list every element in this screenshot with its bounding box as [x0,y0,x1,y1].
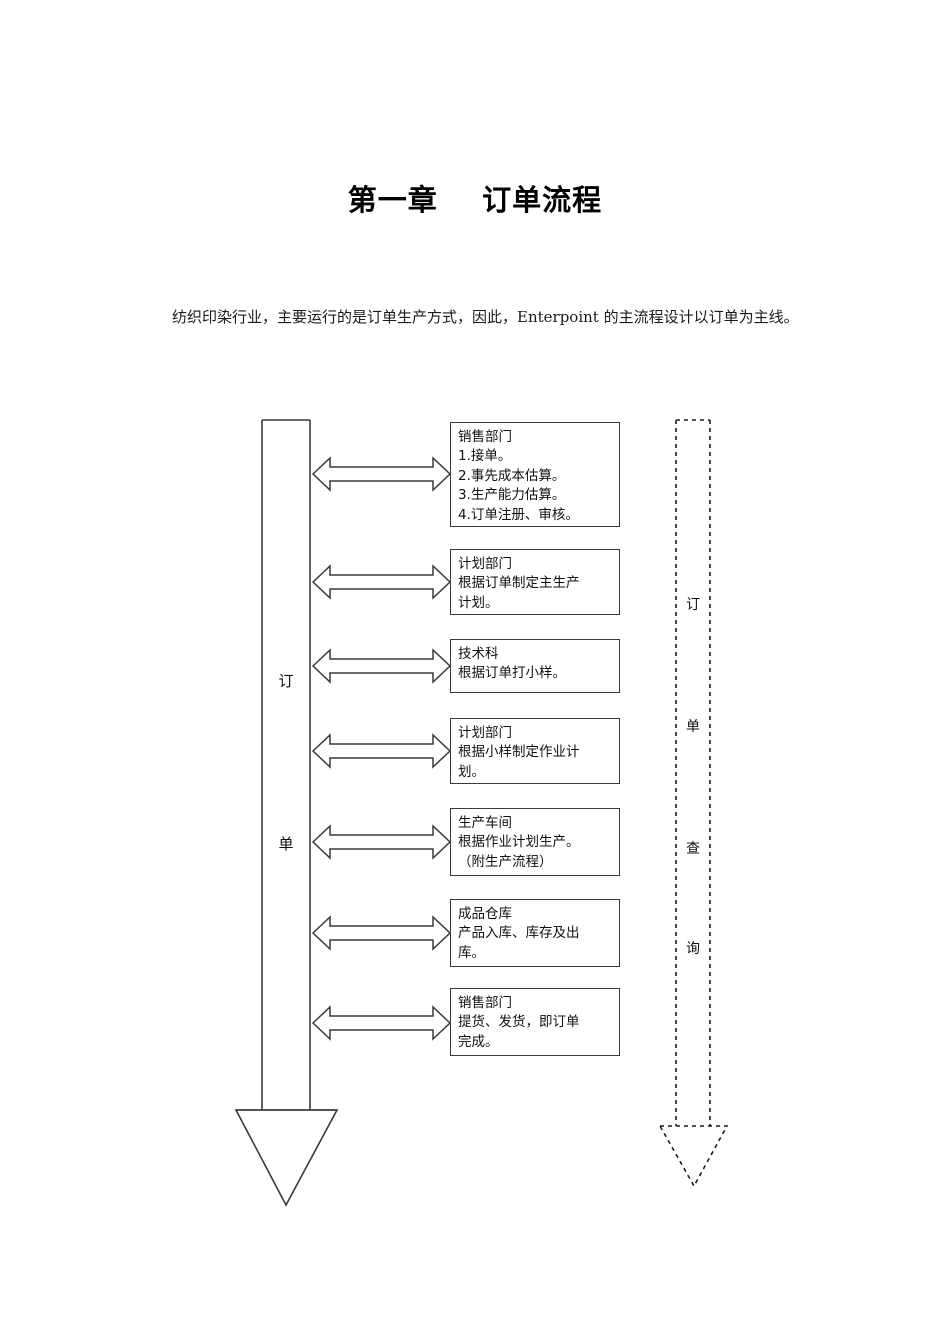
connector-arrow-5 [311,824,452,860]
connector-arrow-1 [311,456,452,492]
process-box-technical-sample: 技术科 根据订单打小样。 [450,639,620,693]
process-box-planning-master-plan: 计划部门 根据订单制定主生产 计划。 [450,549,620,615]
connector-arrow-4 [311,733,452,769]
process-box-production-workshop: 生产车间 根据作业计划生产。 （附生产流程） [450,808,620,876]
process-box-sales-delivery: 销售部门 提货、发货，即订单 完成。 [450,988,620,1056]
connector-arrow-3 [311,648,452,684]
query-flow-label-char-1: 订 [686,597,700,613]
connector-arrow-2 [311,564,452,600]
connector-arrow-6 [311,915,452,951]
query-flow-label-char-4: 询 [686,941,700,957]
connector-arrows-group [311,456,452,1041]
intro-paragraph: 纺织印染行业，主要运行的是订单生产方式，因此，Enterpoint 的主流程设计… [172,308,799,326]
process-box-sales-order-intake: 销售部门 1.接单。 2.事先成本估算。 3.生产能力估算。 4.订单注册、审核… [450,422,620,527]
query-flow-label-char-3: 查 [686,841,700,857]
query-flow-arrow-shape [658,419,729,1188]
process-box-finished-goods-warehouse: 成品仓库 产品入库、库存及出 库。 [450,899,620,967]
connector-arrow-7 [311,1005,452,1041]
main-flow-label-char-2: 单 [278,835,294,853]
process-box-planning-job-plan: 计划部门 根据小样制定作业计 划。 [450,718,620,784]
page-title: 第一章 订单流程 [347,183,603,217]
query-flow-label-char-2: 单 [686,719,700,735]
main-flow-arrow-shape [234,419,339,1207]
main-flow-label-char-1: 订 [278,672,294,690]
